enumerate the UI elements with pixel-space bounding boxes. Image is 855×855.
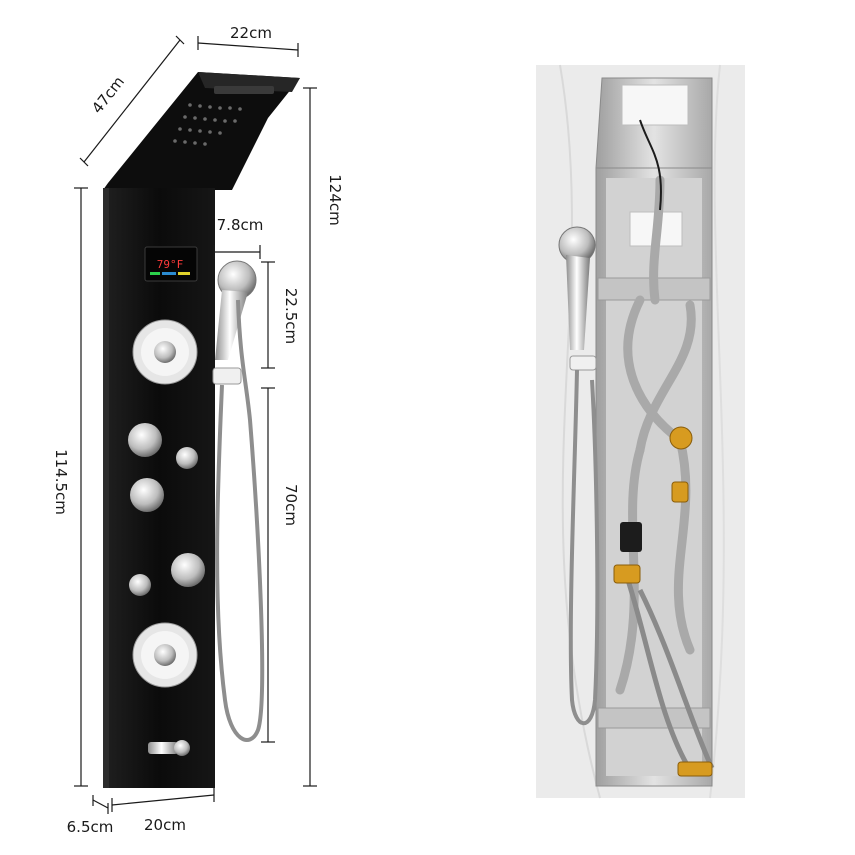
control-knob-lower: [171, 553, 205, 587]
label-total-height: 124cm: [326, 174, 344, 226]
rain-head-nozzles: [173, 103, 242, 146]
small-jet-left: [129, 574, 151, 596]
interior-pipes: [615, 175, 696, 695]
tub-spout: [148, 740, 190, 756]
label-arm-spacing: 7.8cm: [217, 216, 264, 234]
body-jet-lower: [132, 622, 198, 688]
dimension-lines: [74, 35, 317, 814]
temperature-readout: 79°F: [157, 258, 184, 271]
label-head-depth: 47cm: [88, 73, 128, 117]
small-jet-right: [176, 447, 198, 469]
control-knob-upper: [128, 423, 162, 457]
black-shower-panel: 79°F: [103, 72, 300, 788]
label-head-width: 22cm: [230, 24, 272, 42]
waterfall-outlet: [214, 86, 274, 94]
label-panel-depth: 6.5cm: [67, 818, 114, 836]
shower-hose-interior: [568, 369, 600, 726]
shower-hose: [215, 299, 265, 742]
label-handset-length: 22.5cm: [282, 288, 300, 344]
hand-shower-interior: [558, 226, 597, 371]
braided-supply-lines: [625, 579, 715, 772]
control-knob-middle: [130, 478, 164, 512]
interior-electronics: [620, 119, 662, 552]
body-jet-upper: [132, 319, 198, 385]
brass-fittings: [613, 426, 713, 777]
hand-shower: [212, 260, 257, 385]
label-panel-height: 114.5cm: [52, 449, 70, 515]
label-hose-height: 70cm: [282, 484, 300, 526]
label-panel-width: 20cm: [144, 816, 186, 834]
interior-photo: [536, 64, 745, 799]
